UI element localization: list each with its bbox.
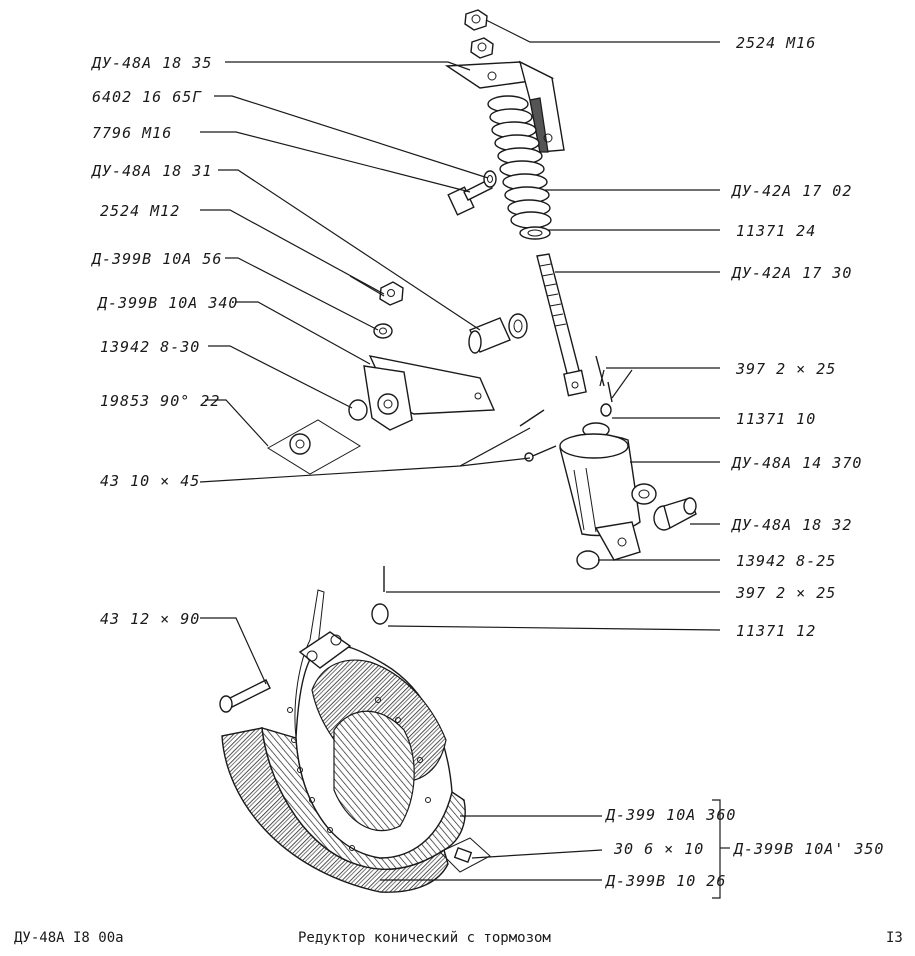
label-du42a-17-02: ДУ-42А 17 02	[730, 182, 852, 200]
label-d399v-10a-350: Д-399В 10А' 350	[732, 840, 884, 858]
lever-bracket	[348, 355, 496, 431]
pin-12x90	[219, 679, 271, 713]
label-6402-16-65g: 6402 16 65Г	[92, 88, 202, 106]
label-du42a-17-30: ДУ-42А 17 30	[730, 264, 852, 282]
label-7796-m16: 7796 М16	[92, 124, 172, 142]
label-2524-m12: 2524 М12	[100, 202, 180, 220]
label-d399v-10-26: Д-399В 10 26	[604, 872, 726, 890]
label-13942-8-30: 13942 8-30	[100, 338, 200, 356]
label-11371-24: 11371 24	[736, 222, 816, 240]
label-397-2x25-top: 397 2 × 25	[735, 360, 836, 378]
label-du48a-18-35: ДУ-48А 18 35	[90, 54, 212, 72]
label-43-12x90: 43 12 × 90	[100, 610, 200, 628]
bracket	[444, 60, 565, 153]
label-d399-10a-360: Д-399 10А 360	[604, 806, 736, 824]
label-19853-90-22: 19853 90° 22	[100, 392, 220, 410]
fitting	[468, 313, 528, 354]
label-397-2x25-bottom: 397 2 × 25	[735, 584, 836, 602]
label-2524-m16: 2524 М16	[736, 34, 816, 52]
label-d399v-10a-56: Д-399В 10А 56	[90, 250, 222, 268]
leader-lines	[199, 19, 730, 899]
label-du48a-14-370: ДУ-48А 14 370	[730, 454, 862, 472]
label-d399v-10a-340: Д-399В 10А 340	[96, 294, 238, 312]
footer-page-number: I3	[886, 930, 903, 946]
label-du48a-18-31: ДУ-48А 18 31	[90, 162, 212, 180]
spring	[487, 95, 552, 240]
fitting-side	[653, 497, 697, 531]
retaining-ring	[576, 550, 600, 570]
cotter-pins	[595, 355, 613, 417]
bolt-m16	[447, 170, 497, 216]
washer-12	[371, 603, 389, 625]
cylinder	[559, 422, 657, 561]
nut-m16-top	[464, 9, 494, 59]
footer-document-code: ДУ-48А I8 00а	[14, 930, 124, 946]
label-13942-8-25: 13942 8-25	[736, 552, 836, 570]
label-43-10x45: 43 10 × 45	[100, 472, 200, 490]
pin-10x45	[519, 409, 557, 462]
label-11371-12: 11371 12	[736, 622, 816, 640]
threaded-rod	[536, 253, 587, 397]
brake-band	[221, 589, 491, 893]
grease-nipple	[267, 419, 361, 475]
label-du48a-18-32: ДУ-48А 18 32	[730, 516, 852, 534]
label-30-6x10: 30 6 × 10	[613, 840, 704, 858]
footer-title: Редуктор конический с тормозом	[298, 930, 551, 946]
label-11371-10: 11371 10	[736, 410, 816, 428]
nut-m12	[373, 281, 404, 339]
